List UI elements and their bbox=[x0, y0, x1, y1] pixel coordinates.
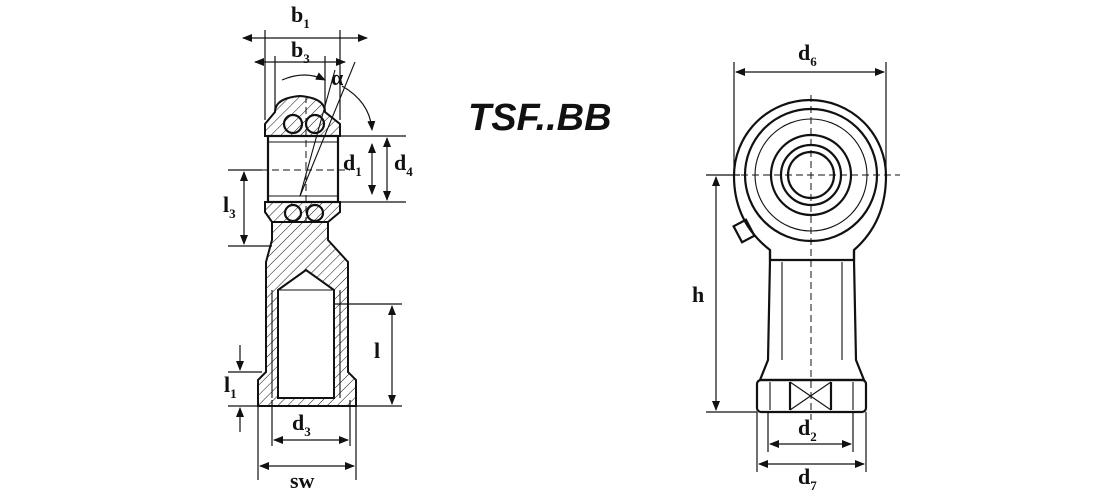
outer-ring-top-section bbox=[264, 94, 341, 137]
front-view-labels: d6 h d2 d7 bbox=[692, 40, 817, 493]
outer-ring-bottom-section bbox=[264, 201, 341, 223]
label-l: l bbox=[374, 338, 380, 363]
label-sw: sw bbox=[290, 468, 315, 493]
hex-base bbox=[755, 378, 868, 414]
contact-angle-line-2 bbox=[299, 61, 356, 197]
rod-end-head-outline bbox=[732, 98, 888, 262]
label-d1: d1 bbox=[343, 150, 362, 179]
label-b1: b1 bbox=[291, 2, 310, 31]
label-alpha: α bbox=[331, 65, 344, 90]
shank-outline bbox=[758, 250, 866, 382]
threaded-bore-cavity bbox=[277, 268, 335, 399]
label-d6: d6 bbox=[798, 40, 817, 69]
ball-bottom-right-icon bbox=[305, 203, 325, 223]
label-d7: d7 bbox=[798, 464, 817, 493]
label-d2: d2 bbox=[798, 415, 817, 444]
ball-bottom-left-icon bbox=[283, 203, 303, 223]
lubrication-nipple-icon bbox=[732, 218, 756, 244]
alpha-arc bbox=[341, 85, 376, 131]
label-l1: l1 bbox=[224, 372, 237, 401]
section-view-labels: b1 b3 α d1 d4 l3 l l1 d3 sw bbox=[223, 2, 413, 493]
label-d3: d3 bbox=[292, 410, 311, 439]
label-d4: d4 bbox=[394, 150, 413, 179]
ball-top-left-icon bbox=[282, 113, 304, 135]
label-h: h bbox=[692, 282, 704, 307]
diagram-title: TSF..BB bbox=[468, 97, 612, 139]
front-view bbox=[706, 62, 900, 472]
b3-arc bbox=[281, 72, 326, 81]
label-l3: l3 bbox=[223, 192, 236, 221]
inner-ring bbox=[266, 134, 340, 204]
section-view bbox=[228, 30, 406, 480]
label-b3: b3 bbox=[291, 37, 310, 66]
